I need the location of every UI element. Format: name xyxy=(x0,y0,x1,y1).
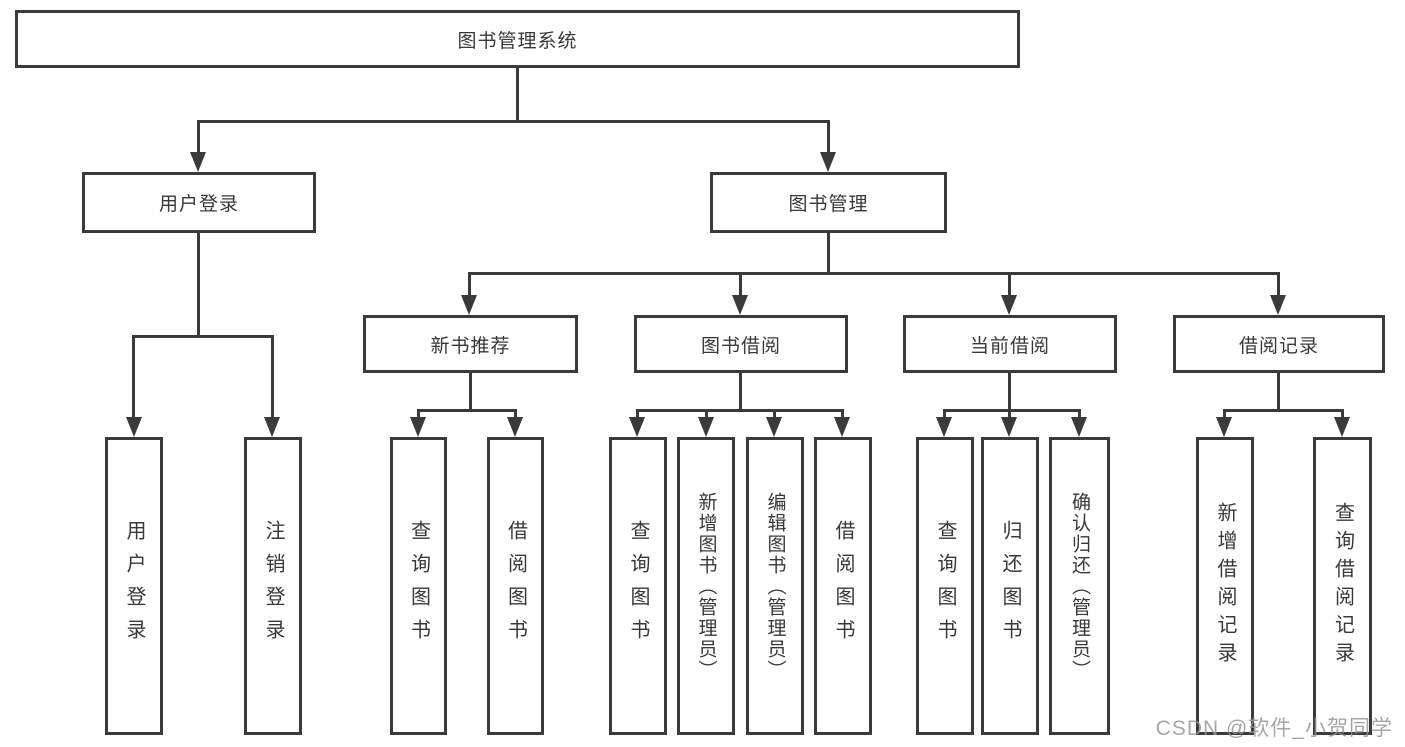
connector-g2-drop-4 xyxy=(841,409,844,419)
leaf-query-books-borrowing: 查询图书 xyxy=(609,437,667,735)
connector-g1-drop-1 xyxy=(417,409,420,419)
leaf-borrow-books-recommend: 借阅图书 xyxy=(487,437,544,735)
arrow-down-icon xyxy=(820,152,836,172)
connector-g3-stub xyxy=(1008,373,1011,411)
connector-user-drop-2 xyxy=(271,335,274,420)
connector-g2-stub xyxy=(739,373,742,411)
arrow-down-icon xyxy=(1071,417,1087,437)
connector-g2-bar xyxy=(636,409,844,412)
leaf-query-books-recommend: 查询图书 xyxy=(390,437,447,735)
connector-mgmt-stub xyxy=(827,233,830,274)
arrow-down-icon xyxy=(732,295,748,315)
connector-g2-drop-3 xyxy=(773,409,776,419)
leaf-user-login: 用户登录 xyxy=(105,437,163,735)
arrow-down-icon xyxy=(461,295,477,315)
leaf-logout: 注销登录 xyxy=(244,437,302,735)
node-user-login-branch: 用户登录 xyxy=(82,172,316,233)
connector-mgmt-drop-3 xyxy=(1008,272,1011,298)
node-book-borrowing: 图书借阅 xyxy=(634,315,848,373)
leaf-query-books-current: 查询图书 xyxy=(916,437,974,735)
leaf-confirm-return-admin: 确认归还（管理员） xyxy=(1049,437,1110,735)
connector-root-stub xyxy=(516,66,519,120)
connector-g2-drop-1 xyxy=(636,409,639,419)
connector-g3-drop-2 xyxy=(1008,409,1011,419)
leaf-borrow-books: 借阅图书 xyxy=(814,437,872,735)
connector-mgmt-bar xyxy=(468,272,1280,275)
connector-g3-bar xyxy=(943,409,1081,412)
connector-mgmt-drop-4 xyxy=(1277,272,1280,298)
arrow-down-icon xyxy=(507,417,523,437)
arrow-down-icon xyxy=(1216,417,1232,437)
connector-root-drop-right xyxy=(827,120,830,155)
node-new-book-recommend: 新书推荐 xyxy=(363,315,578,373)
arrow-down-icon xyxy=(1270,295,1286,315)
connector-g1-stub xyxy=(469,373,472,411)
arrow-down-icon xyxy=(1334,417,1350,437)
connector-g1-drop-2 xyxy=(514,409,517,419)
connector-g4-bar xyxy=(1223,409,1344,412)
connector-g1-bar xyxy=(417,409,517,412)
arrow-down-icon xyxy=(1001,295,1017,315)
arrow-down-icon xyxy=(1001,417,1017,437)
node-root-system: 图书管理系统 xyxy=(15,10,1020,68)
node-borrowing-records: 借阅记录 xyxy=(1173,315,1385,373)
connector-user-drop-1 xyxy=(132,335,135,420)
connector-user-bar xyxy=(132,335,274,338)
connector-mgmt-drop-2 xyxy=(739,272,742,298)
leaf-query-borrow-record: 查询借阅记录 xyxy=(1313,437,1372,735)
connector-mgmt-drop-1 xyxy=(468,272,471,298)
csdn-watermark: CSDN @软件_小贺同学 xyxy=(1155,717,1393,740)
connector-root-bar xyxy=(197,120,830,123)
arrow-down-icon xyxy=(410,417,426,437)
arrow-down-icon xyxy=(629,417,645,437)
node-book-management-branch: 图书管理 xyxy=(710,172,947,233)
arrow-down-icon xyxy=(834,417,850,437)
connector-g2-drop-2 xyxy=(705,409,708,419)
leaf-edit-books-admin: 编辑图书（管理员） xyxy=(746,437,804,735)
arrow-down-icon xyxy=(936,417,952,437)
leaf-add-books-admin: 新增图书（管理员） xyxy=(677,437,735,735)
leaf-return-books: 归还图书 xyxy=(981,437,1039,735)
connector-g4-stub xyxy=(1277,373,1280,411)
arrow-down-icon xyxy=(698,417,714,437)
arrow-down-icon xyxy=(766,417,782,437)
connector-g3-drop-3 xyxy=(1078,409,1081,419)
arrow-down-icon xyxy=(190,152,206,172)
connector-g4-drop-1 xyxy=(1223,409,1226,419)
connector-g3-drop-1 xyxy=(943,409,946,419)
node-current-borrowing: 当前借阅 xyxy=(903,315,1117,373)
arrow-down-icon xyxy=(126,417,142,437)
connector-user-stub xyxy=(197,233,200,335)
arrow-down-icon xyxy=(264,417,280,437)
connector-g4-drop-2 xyxy=(1341,409,1344,419)
connector-root-drop-left xyxy=(197,120,200,155)
leaf-add-borrow-record: 新增借阅记录 xyxy=(1196,437,1254,735)
